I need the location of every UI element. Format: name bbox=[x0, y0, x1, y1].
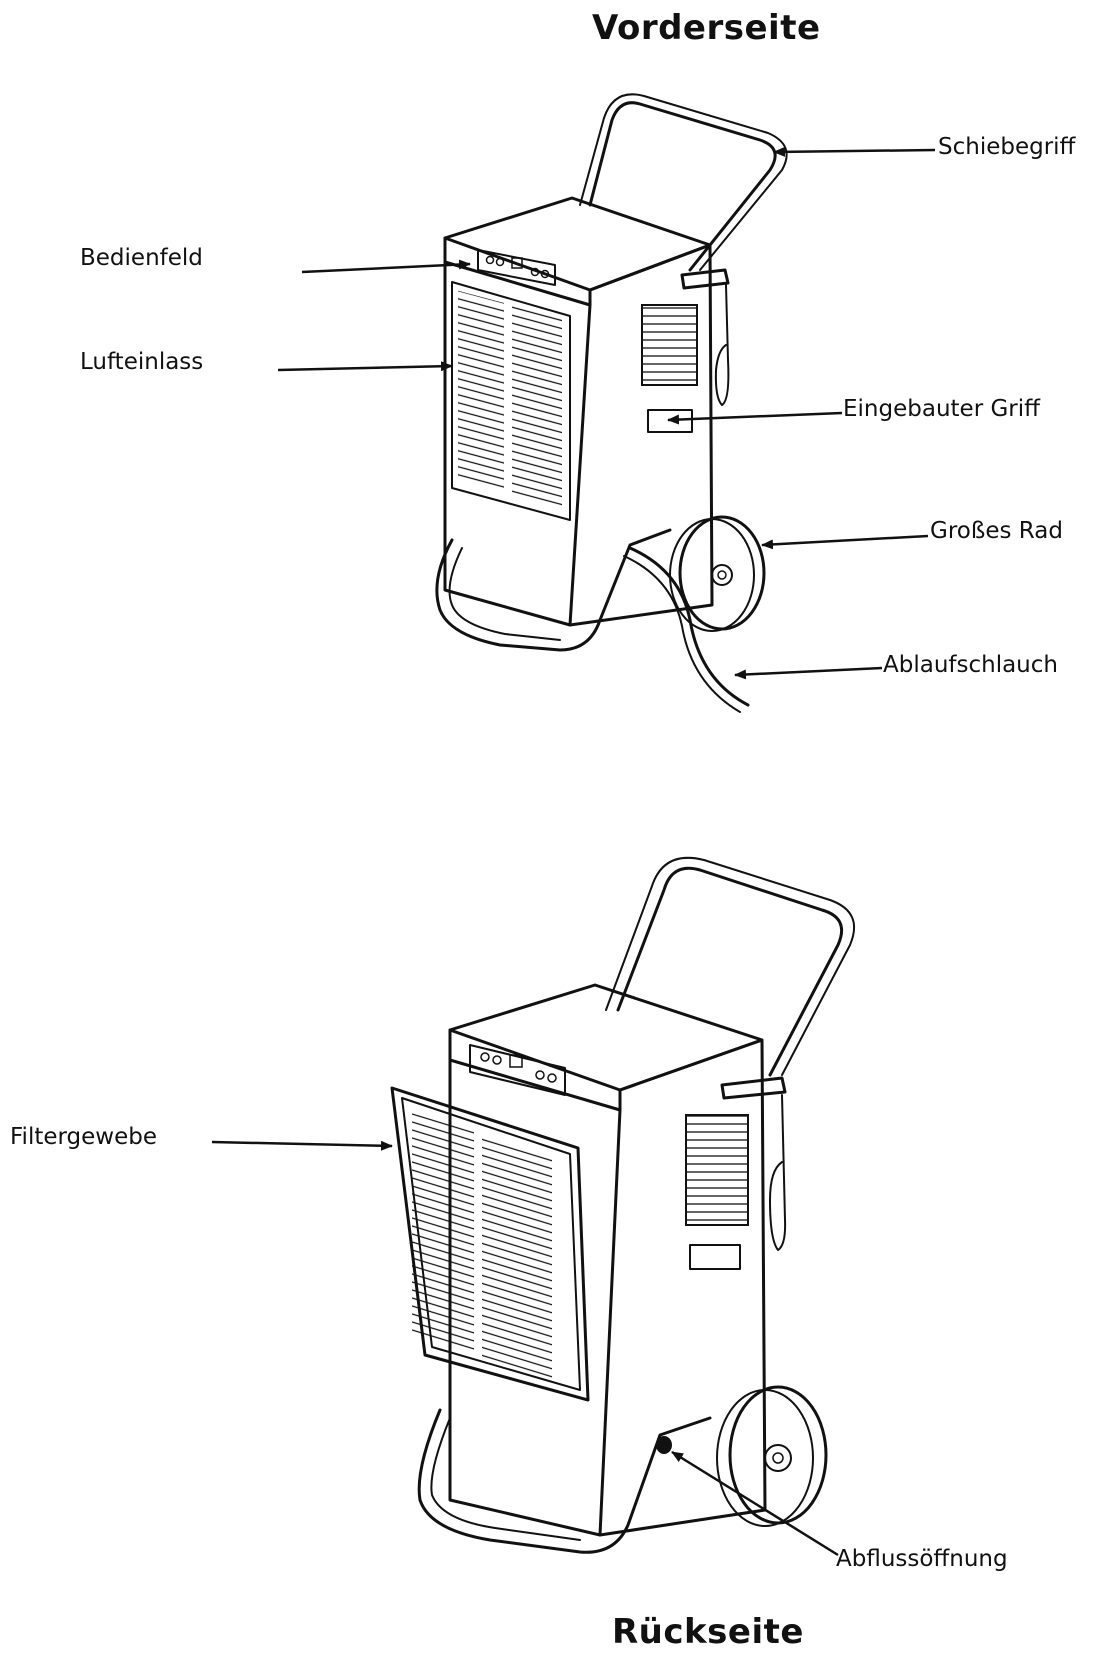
label-push-handle: Schiebegriff bbox=[938, 134, 1076, 160]
arrow-control-panel bbox=[301, 259, 471, 274]
label-large-wheel: Großes Rad bbox=[930, 518, 1063, 544]
arrow-large-wheel bbox=[761, 534, 929, 550]
arrow-built-in-handle bbox=[667, 411, 843, 425]
label-drain-opening: Abflussöffnung bbox=[836, 1546, 1008, 1572]
back-built-in-handle bbox=[689, 1244, 741, 1270]
arrow-push-handle bbox=[773, 146, 936, 157]
label-filter-mesh: Filtergewebe bbox=[10, 1124, 158, 1150]
front-large-wheel bbox=[678, 515, 766, 631]
arrow-drain-opening bbox=[671, 1450, 839, 1557]
label-built-in-handle: Eingebauter Griff bbox=[843, 396, 1040, 422]
front-top-panel bbox=[443, 196, 712, 292]
front-side-vent bbox=[641, 304, 698, 386]
arrow-air-inlet bbox=[277, 361, 453, 372]
back-unit bbox=[390, 856, 855, 1554]
front-view-title: Vorderseite bbox=[592, 8, 821, 48]
front-control-panel bbox=[477, 249, 556, 286]
label-air-inlet: Lufteinlass bbox=[80, 349, 204, 375]
back-large-wheel bbox=[728, 1385, 828, 1525]
back-push-handle bbox=[616, 866, 843, 1077]
front-unit bbox=[435, 93, 788, 713]
label-control-panel: Bedienfeld bbox=[80, 245, 203, 271]
front-air-inlet-grille bbox=[451, 281, 571, 521]
back-side-vent bbox=[685, 1114, 749, 1226]
arrow-drain-hose bbox=[734, 666, 883, 680]
back-control-panel bbox=[469, 1044, 566, 1096]
arrow-filter-mesh bbox=[211, 1140, 393, 1151]
front-built-in-handle bbox=[647, 409, 693, 433]
front-drain-hose bbox=[628, 546, 750, 707]
label-drain-hose: Ablaufschlauch bbox=[883, 652, 1058, 678]
front-push-handle bbox=[588, 101, 777, 272]
back-view-title: Rückseite bbox=[612, 1612, 804, 1652]
back-drain-opening bbox=[656, 1436, 672, 1454]
